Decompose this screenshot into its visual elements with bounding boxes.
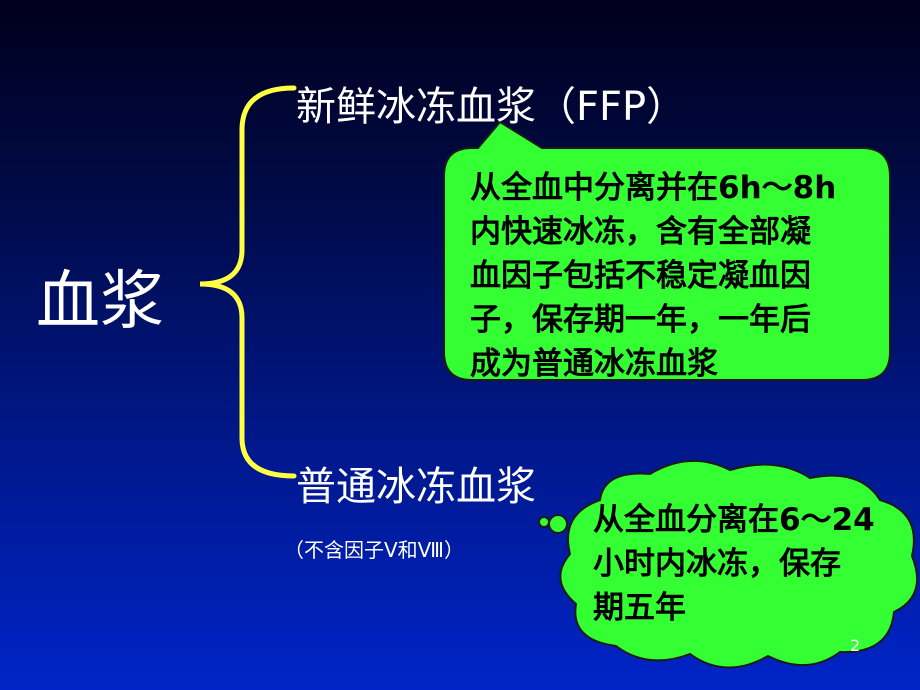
branch-note: （不含因子Ⅴ和Ⅷ） [284, 538, 465, 562]
page-number: 2 [850, 636, 861, 655]
callout-text-frozen-plasma: 从全血分离在6～24 小时内冰冻，保存 期五年 [593, 502, 875, 626]
callout-bubble-ffp [443, 120, 891, 381]
branch-label-frozen-plasma: 普通冰冻血浆 [296, 464, 536, 510]
callout-text-ffp: 从全血中分离并在6h～8h 内快速冰冻，含有全部凝 血因子包括不稳定凝血因 子，… [470, 170, 837, 382]
root-label: 血浆 [36, 265, 164, 339]
callout-cloud [538, 460, 919, 669]
curly-brace [199, 85, 297, 479]
branch-label-ffp: 新鲜冰冻血浆（FFP） [296, 84, 687, 130]
